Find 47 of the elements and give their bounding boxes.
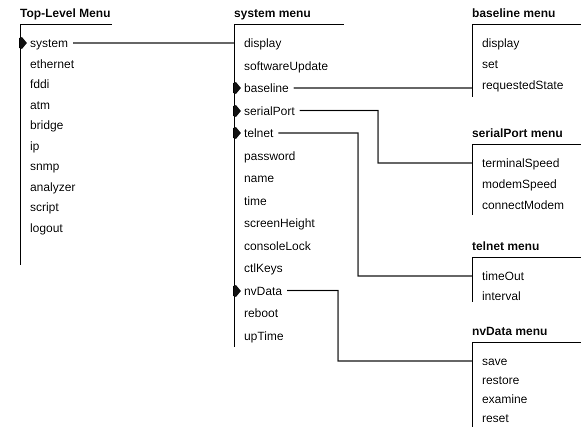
menu-item: display bbox=[244, 35, 282, 51]
connector-line bbox=[73, 42, 234, 44]
menu-item: modemSpeed bbox=[482, 176, 557, 192]
menu-item: timeOut bbox=[482, 268, 524, 284]
menu-item: upTime bbox=[244, 328, 284, 344]
connector-line bbox=[294, 87, 472, 89]
menu-heading: nvData menu bbox=[472, 323, 548, 339]
menu-item: screenHeight bbox=[244, 215, 315, 231]
menu-item: restore bbox=[482, 372, 520, 388]
menu-item: connectModem bbox=[482, 197, 564, 213]
menu-item: name bbox=[244, 170, 274, 186]
menu-item: interval bbox=[482, 288, 521, 304]
menu-item: script bbox=[30, 199, 59, 215]
menu-item: password bbox=[244, 148, 296, 164]
menu-item: save bbox=[482, 353, 508, 369]
menu-item: ip bbox=[30, 138, 40, 154]
menu-heading: system menu bbox=[234, 5, 311, 21]
menu-item: telnet bbox=[244, 125, 274, 141]
connector-line bbox=[287, 290, 472, 362]
menu-item: bridge bbox=[30, 117, 64, 133]
menu-heading: telnet menu bbox=[472, 238, 540, 254]
menu-item: consoleLock bbox=[244, 238, 311, 254]
menu-item: fddi bbox=[30, 76, 50, 92]
menu-item: reset bbox=[482, 410, 509, 426]
connector-line bbox=[278, 132, 472, 277]
menu-item: set bbox=[482, 56, 498, 72]
menu-item: atm bbox=[30, 96, 50, 112]
connector-line bbox=[300, 110, 472, 164]
menu-item: snmp bbox=[30, 158, 60, 174]
menu-item: ethernet bbox=[30, 56, 74, 72]
menu-heading: Top-Level Menu bbox=[20, 5, 110, 21]
menu-item: system bbox=[30, 35, 68, 51]
menu-item: ctlKeys bbox=[244, 260, 283, 276]
menu-item: analyzer bbox=[30, 178, 76, 194]
menu-item: logout bbox=[30, 220, 63, 236]
menu-item: softwareUpdate bbox=[244, 58, 328, 74]
menu-item: examine bbox=[482, 391, 528, 407]
menu-heading: baseline menu bbox=[472, 5, 556, 21]
menu-item: time bbox=[244, 192, 267, 208]
menu-item: baseline bbox=[244, 80, 289, 96]
menu-item: terminalSpeed bbox=[482, 155, 560, 171]
menu-item: requestedState bbox=[482, 77, 564, 93]
menu-item: nvData bbox=[244, 282, 282, 298]
menu-heading: serialPort menu bbox=[472, 125, 563, 141]
menu-item: serialPort bbox=[244, 102, 295, 118]
menu-item: display bbox=[482, 35, 520, 51]
menu-item: reboot bbox=[244, 305, 278, 321]
